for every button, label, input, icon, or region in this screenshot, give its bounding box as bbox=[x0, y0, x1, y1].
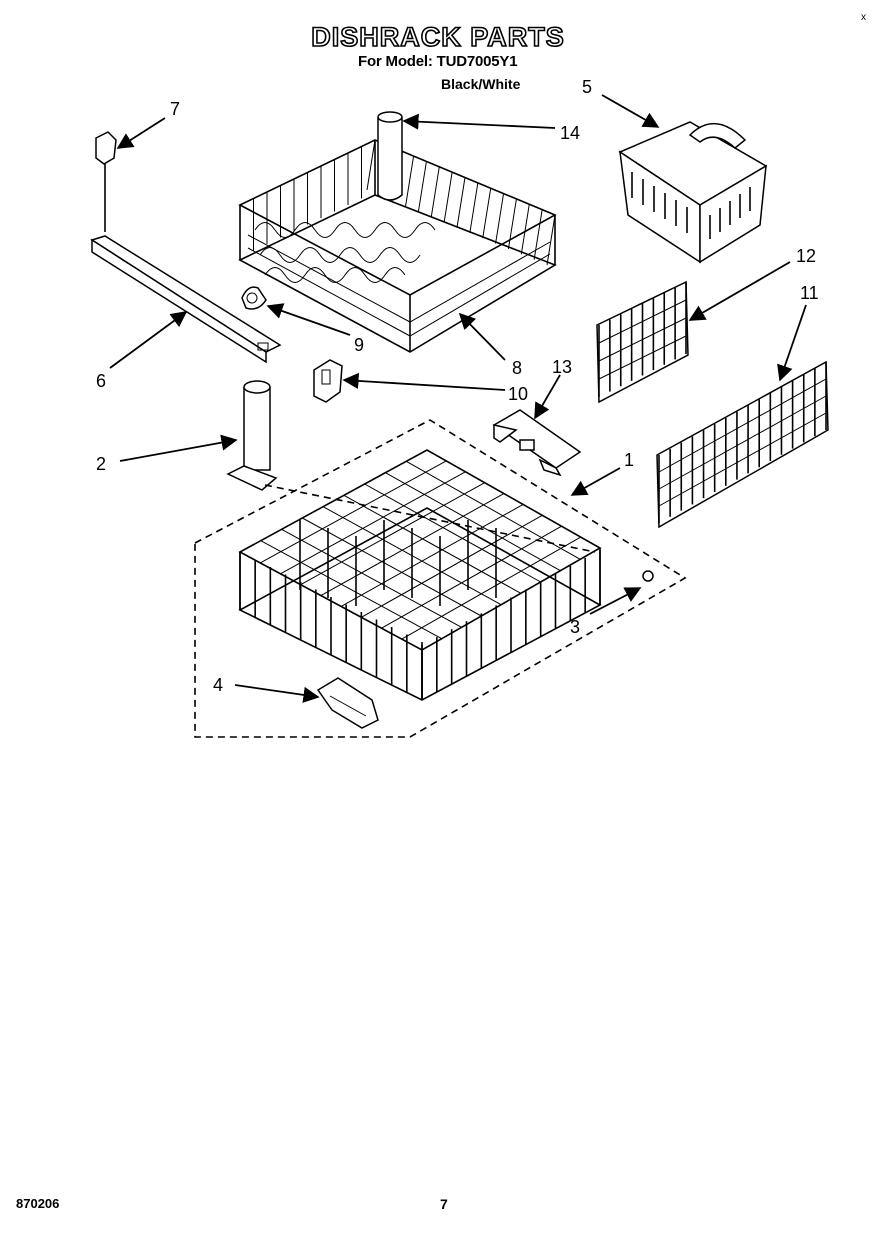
wire-detail bbox=[482, 188, 492, 239]
wire-detail bbox=[546, 214, 556, 266]
wire-detail bbox=[598, 335, 687, 380]
wire-detail bbox=[300, 482, 485, 586]
rail-end-cap bbox=[313, 359, 343, 403]
wire-detail bbox=[385, 472, 561, 572]
corner-mark: x bbox=[861, 12, 866, 23]
wire-detail bbox=[361, 514, 543, 618]
wire-detail bbox=[259, 460, 447, 564]
rack-wheel bbox=[241, 286, 267, 310]
wire-detail bbox=[281, 528, 462, 628]
callout-7: 7 bbox=[170, 99, 180, 119]
wire-detail bbox=[381, 525, 562, 629]
wire-detail bbox=[405, 155, 415, 207]
silverware-basket bbox=[618, 121, 768, 264]
callout-12: 12 bbox=[796, 246, 816, 266]
callout-9: 9 bbox=[354, 335, 364, 355]
wire-detail bbox=[658, 412, 827, 507]
wire-detail bbox=[520, 204, 530, 255]
tine-clip bbox=[492, 409, 582, 477]
wire-detail bbox=[658, 395, 827, 490]
wire-detail bbox=[495, 193, 505, 244]
rack-rail bbox=[90, 235, 282, 364]
wire-detail bbox=[401, 536, 582, 640]
wire-detail bbox=[658, 378, 827, 473]
fold-down-tine-small bbox=[596, 280, 689, 404]
wire-detail bbox=[343, 494, 522, 594]
wire-detail bbox=[507, 198, 517, 250]
callout-10: 10 bbox=[508, 384, 528, 404]
callout-2: 2 bbox=[96, 454, 106, 474]
callout-8: 8 bbox=[512, 358, 522, 378]
wire-detail bbox=[598, 299, 687, 344]
page-number: 7 bbox=[440, 1196, 448, 1212]
callout-3: 3 bbox=[570, 617, 580, 637]
fold-down-tine-large bbox=[656, 360, 829, 529]
callout-13: 13 bbox=[552, 357, 572, 377]
callout-labels: 1 2 3 4 5 6 7 8 9 10 11 12 13 14 bbox=[96, 77, 819, 695]
wire-detail bbox=[430, 166, 440, 217]
color-line: Black/White bbox=[441, 76, 521, 92]
wire-detail bbox=[366, 139, 376, 191]
wire-detail bbox=[364, 483, 541, 583]
wire-detail bbox=[417, 161, 427, 212]
callout-1: 1 bbox=[624, 450, 634, 470]
wire-detail bbox=[340, 504, 524, 607]
model-line: For Model: TUD7005Y1 bbox=[358, 53, 518, 70]
assembly-outline bbox=[194, 419, 687, 738]
lower-rack-handle bbox=[316, 677, 379, 729]
wire-detail bbox=[598, 317, 687, 362]
callout-14: 14 bbox=[560, 123, 580, 143]
upper-rack bbox=[238, 139, 557, 353]
wire-detail bbox=[533, 209, 543, 260]
upper-spray-tower bbox=[377, 111, 403, 201]
callout-4: 4 bbox=[213, 675, 223, 695]
wire-detail bbox=[456, 177, 466, 228]
callout-11: 11 bbox=[800, 283, 819, 303]
wire-detail bbox=[280, 471, 466, 575]
page-title: DISHRACK PARTS bbox=[310, 21, 565, 53]
leader-lines bbox=[109, 94, 807, 703]
lower-spray-tower bbox=[226, 380, 278, 491]
wire-detail bbox=[405, 460, 581, 560]
wire-detail bbox=[302, 517, 482, 617]
wire-detail bbox=[469, 182, 479, 233]
lower-rack bbox=[238, 449, 602, 701]
footer-code: 870206 bbox=[16, 1196, 60, 1211]
rail-stop-clip bbox=[95, 131, 117, 232]
wire-detail bbox=[443, 172, 453, 223]
callout-5: 5 bbox=[582, 77, 592, 97]
callout-6: 6 bbox=[96, 371, 106, 391]
wire-detail bbox=[260, 540, 443, 640]
lower-rack-wheel bbox=[642, 570, 654, 582]
